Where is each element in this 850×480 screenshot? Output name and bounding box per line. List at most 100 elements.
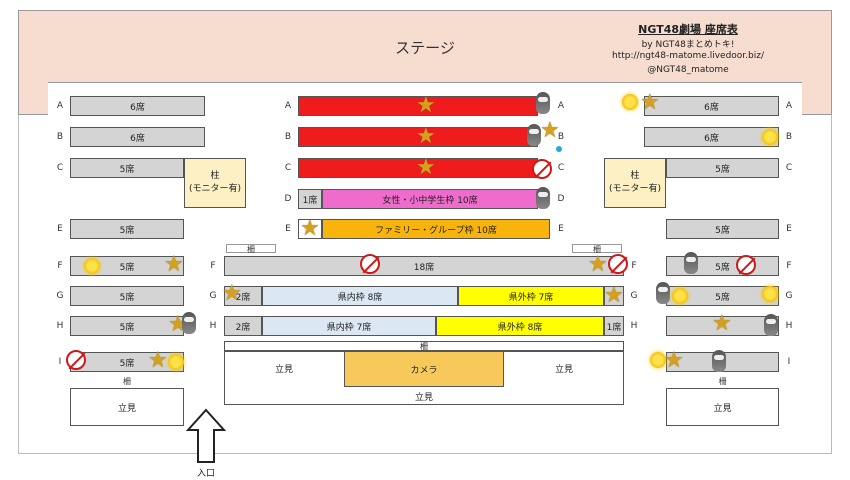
star-sticker-icon: ★ [222,281,242,306]
sun-sticker-icon [650,352,666,368]
row-label-h-right: H [785,321,793,331]
standing-label-center-right: 立見 [554,365,573,375]
star-sticker-icon: ★ [540,118,560,143]
pillar-right: 柱 (モニター有) [604,158,666,208]
center-row-e-family[interactable]: ファミリー・グループ枠 10席 [322,219,550,239]
star-sticker-icon: ★ [604,283,624,308]
seat-block-h-left[interactable]: 5席 [70,316,184,336]
credit-twitter: @NGT48_matome [647,65,729,75]
dot-icon [556,146,562,152]
center-row-d-women-kids[interactable]: 女性・小中学生枠 10席 [322,189,538,209]
seat-block-a-left[interactable]: 6席 [70,96,205,116]
center-row-d-seat[interactable]: 1席 [298,189,322,209]
center-row-e-spacer [298,219,322,239]
owl-sticker-icon [527,124,541,146]
row-label-c-left: C [56,163,64,173]
row-label-c-center-right: C [557,163,565,173]
owl-sticker-icon [656,282,670,304]
row-label-f-center-left: F [210,261,216,271]
ghost-sticker-icon [532,159,552,179]
seat-block-g-left[interactable]: 5席 [70,286,184,306]
row-label-i-left: I [58,357,62,367]
center-row-h-in-prefecture[interactable]: 県内枠 7席 [262,316,436,336]
seat-block-e-right[interactable]: 5席 [666,219,779,239]
row-label-a-left: A [56,101,64,111]
star-sticker-icon: ★ [640,90,660,115]
stage-label: ステージ [395,39,455,57]
sun-sticker-icon [672,288,688,304]
seat-block-e-left[interactable]: 5席 [70,219,184,239]
row-label-g-center-left: G [209,291,217,301]
entrance-label: 入口 [196,469,215,479]
star-sticker-icon: ★ [416,93,436,118]
star-sticker-icon: ★ [148,348,168,373]
row-label-b-right: B [785,132,793,142]
seat-block-c-right[interactable]: 5席 [666,158,779,178]
star-sticker-icon: ★ [300,216,320,241]
standing-label-center-bottom: 立見 [414,393,433,403]
owl-sticker-icon [536,92,550,114]
row-label-g-left: G [56,291,64,301]
star-sticker-icon: ★ [712,311,732,336]
rail-label-right: 柵 [718,377,727,386]
row-label-c-center-left: C [284,163,292,173]
row-label-d-center-left: D [284,194,292,204]
ghost-sticker-icon [736,255,756,275]
pillar-left: 柱 (モニター有) [184,158,246,208]
owl-sticker-icon [684,252,698,274]
owl-sticker-icon [182,312,196,334]
sun-sticker-icon [84,258,100,274]
row-label-a-center-right: A [557,101,565,111]
owl-sticker-icon [764,314,778,336]
sun-sticker-icon [762,129,778,145]
center-row-h-seat-left[interactable]: 2席 [224,316,262,336]
row-label-b-left: B [56,132,64,142]
center-row-g-in-prefecture[interactable]: 県内枠 8席 [262,286,458,306]
credit-url: http://ngt48-matome.livedoor.biz/ [612,51,764,61]
row-label-b-center-left: B [284,132,292,142]
center-row-h-seat-right[interactable]: 1席 [604,316,624,336]
sun-sticker-icon [762,286,778,302]
seat-block-b-right[interactable]: 6席 [644,127,779,147]
center-row-g-seat[interactable]: 2席 [224,286,262,306]
row-label-f-center-right: F [631,261,637,271]
row-label-f-right: F [786,261,792,271]
standing-area-left: 立見 [70,388,184,426]
center-row-h-out-prefecture[interactable]: 県外枠 8席 [436,316,604,336]
star-sticker-icon: ★ [416,124,436,149]
rail-label-left: 柵 [123,377,131,386]
rail-f-left: 柵 [226,244,276,254]
row-label-c-right: C [785,163,793,173]
star-sticker-icon: ★ [664,348,684,373]
row-label-d-center-right: D [557,194,565,204]
seat-block-f-right[interactable]: 5席 [666,256,779,276]
sun-sticker-icon [622,94,638,110]
center-row-g-end-seat[interactable] [604,286,624,306]
ghost-sticker-icon [608,254,628,274]
seat-block-a-right[interactable]: 6席 [644,96,779,116]
row-label-h-center-left: H [209,321,217,331]
seat-block-h-right[interactable] [666,316,779,336]
row-label-a-right: A [785,101,793,111]
rail-center: 柵 [224,341,624,351]
row-label-g-right: G [785,291,793,301]
credit-author: by NGT48まとめトキ! [641,40,735,50]
center-row-g-out-prefecture[interactable]: 県外枠 7席 [458,286,604,306]
row-label-g-center-right: G [630,291,638,301]
row-label-a-center-left: A [284,101,292,111]
rail-f-right: 柵 [572,244,622,254]
row-label-e-left: E [57,224,63,234]
row-label-e-center-left: E [285,224,291,234]
seat-block-c-left[interactable]: 5席 [70,158,184,178]
row-label-b-center-right: B [557,132,565,142]
center-row-f[interactable]: 18席 [224,256,624,276]
star-sticker-icon: ★ [416,155,436,180]
row-label-h-left: H [56,321,64,331]
ghost-sticker-icon [66,350,86,370]
seat-block-b-left[interactable]: 6席 [70,127,205,147]
credit-title: NGT48劇場 座席表 [638,23,738,36]
camera-area: カメラ [344,351,504,387]
star-sticker-icon: ★ [588,252,608,277]
star-sticker-icon: ★ [164,252,184,277]
